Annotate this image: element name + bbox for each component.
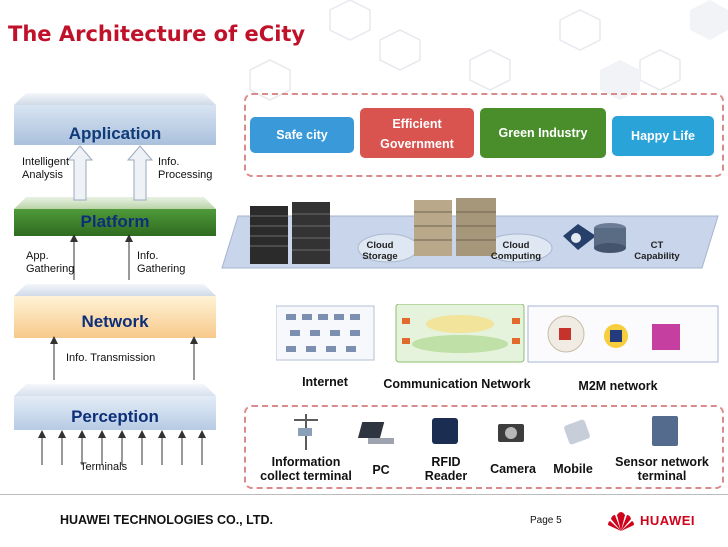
efficient-government-label: Efficient Government [380,117,454,151]
sensor-board-icon [652,416,678,446]
terminals-label: Terminals [80,461,128,473]
application-layer: Application [14,105,216,145]
footer: HUAWEI TECHNOLOGIES CO., LTD. Page 5 HUA… [0,494,728,547]
cloud-computing-label: Cloud Computing [490,240,542,262]
mobile-label: Mobile [553,462,593,476]
perception-layer: Perception [14,396,216,430]
happy-life-box: Happy Life [612,116,714,156]
info-gathering-label: Info. Gathering [137,250,186,275]
platform-layer: Platform [14,209,216,236]
application-layer-top [14,93,216,105]
info-collect-terminal-label: Information collect terminal [260,455,352,483]
terminal-icons [294,414,678,450]
laptop-icon [357,422,394,444]
page-title: The Architecture of eCity [8,22,306,46]
mobile-icon [564,419,590,445]
happy-life-label: Happy Life [631,129,695,143]
platform-band [221,198,719,269]
communication-network-label: Communication Network [383,377,531,391]
app-gathering-label: App. Gathering [26,250,75,275]
rfid-reader-icon [432,418,458,444]
intelligent-analysis-label: Intelligent Analysis [22,156,70,181]
cloud-storage-label: Cloud Storage [362,240,398,262]
application-layer-label: Application [68,124,162,143]
network-layer-top [14,284,216,296]
page-number: Page 5 [530,515,562,526]
weather-station-icon [294,414,318,450]
perception-layer-label: Perception [71,407,159,426]
network-images [276,304,719,363]
info-processing-label: Info. Processing [158,156,213,181]
rfid-reader-label: RFID Reader [424,455,468,483]
huawei-logo-icon [608,512,634,531]
application-area [244,93,724,177]
safe-city-box: Safe city [250,117,354,153]
green-industry-label: Green Industry [498,126,588,140]
company-name: HUAWEI TECHNOLOGIES CO., LTD. [60,513,273,527]
gear-database-icon [563,223,626,253]
safe-city-label: Safe city [276,128,328,142]
m2m-network-diagram-icon [527,305,719,363]
internet-diagram-icon [276,305,375,361]
server-rack-icon [250,202,330,264]
camera-label: Camera [490,462,536,476]
efficient-government-box: Efficient Government [360,108,474,158]
ct-capability-label: CT Capability [634,240,680,262]
m2m-network-label: M2M network [578,379,658,393]
perception-layer-top [14,384,216,396]
storage-chassis-icon [414,198,496,256]
communication-network-diagram-icon [395,304,525,363]
sensor-network-terminal-label: Sensor network terminal [615,455,709,483]
huawei-brand-text: HUAWEI [640,513,695,528]
terminal-area [244,405,724,489]
network-layer-label: Network [81,312,149,331]
layer-arrows [38,145,206,465]
camera-icon [498,424,524,442]
green-industry-box: Green Industry [480,108,606,158]
network-layer: Network [14,296,216,338]
internet-label: Internet [302,375,348,389]
pc-label: PC [372,463,390,477]
platform-layer-label: Platform [80,212,150,231]
platform-layer-top [14,197,216,209]
info-transmission-label: Info. Transmission [66,352,156,364]
